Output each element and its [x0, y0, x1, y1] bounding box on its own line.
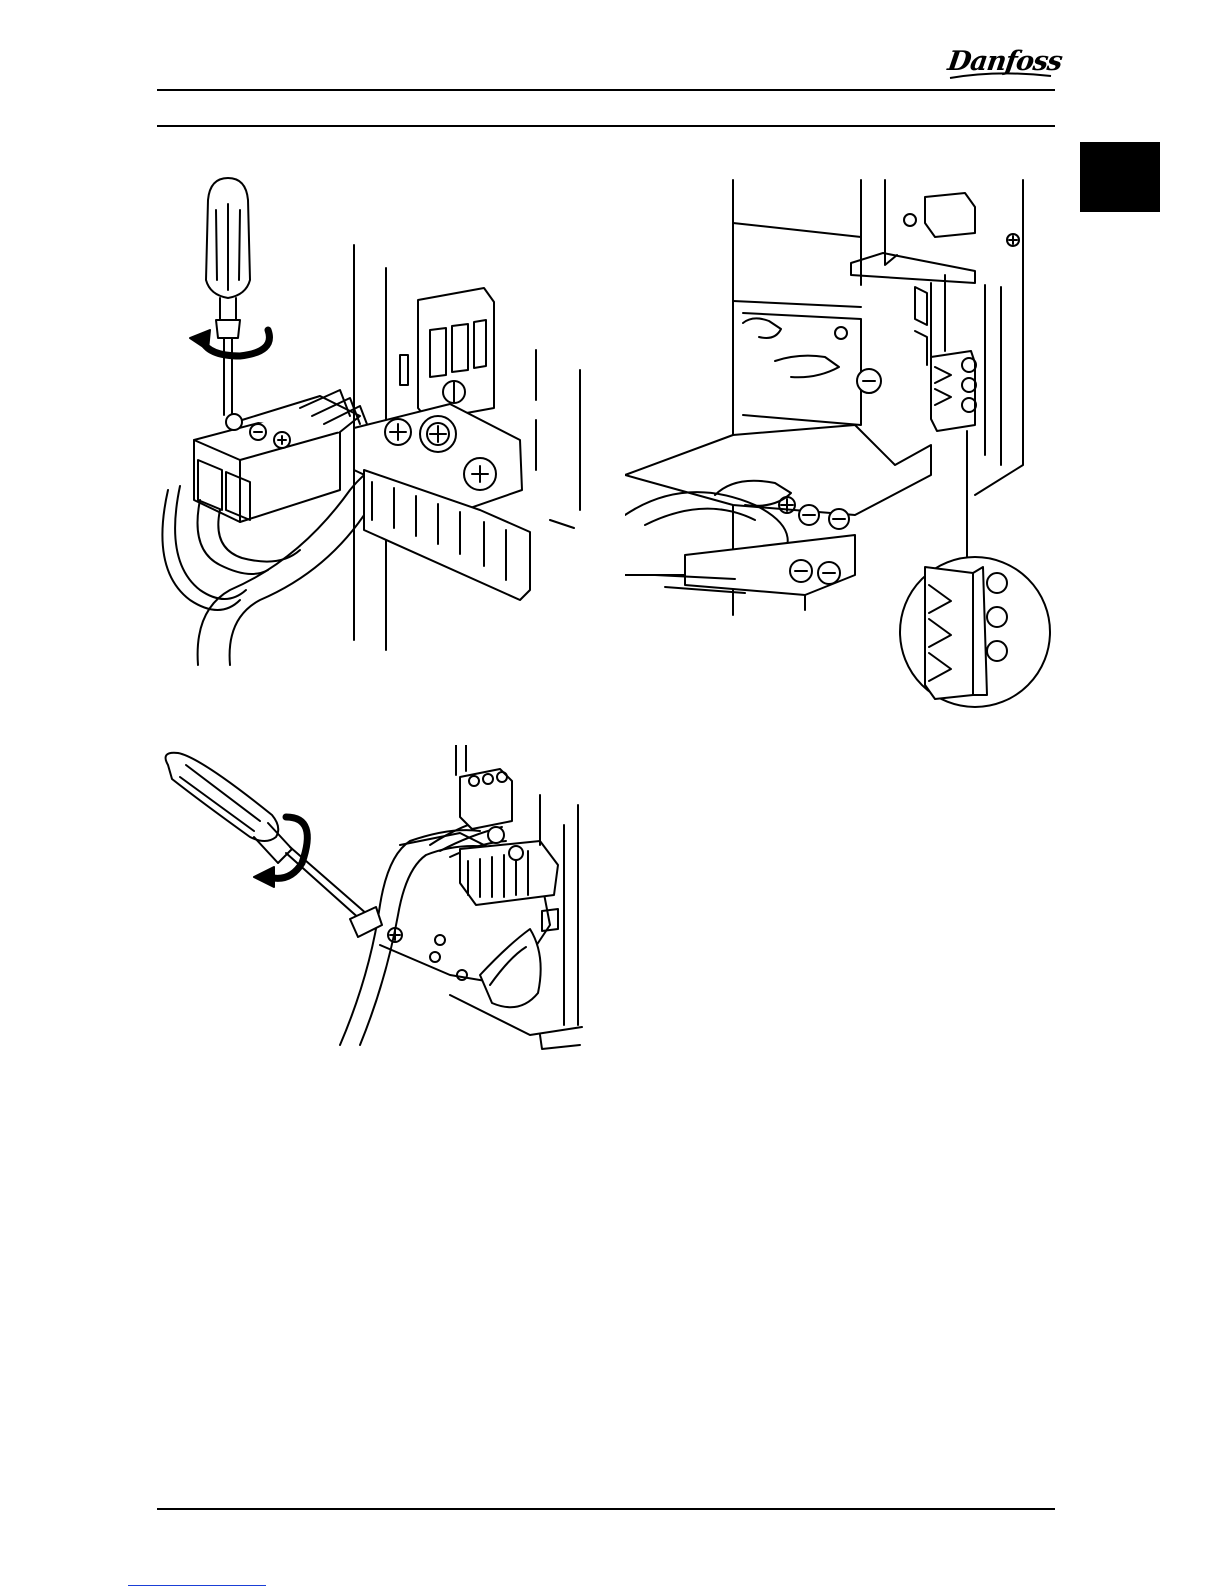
header-rule-top: [157, 89, 1055, 91]
relay-terminal-illustration-icon: [625, 175, 1065, 715]
chapter-tab-marker: [1080, 142, 1160, 212]
screwdriver-clamp-illustration-icon: [150, 745, 590, 1055]
footer-rule: [157, 1508, 1055, 1510]
footer-link-underline[interactable]: [128, 1572, 266, 1586]
screwdriver-plug-illustration-icon: [150, 170, 590, 670]
danfoss-logo: Danfoss: [948, 44, 1058, 86]
logo-swoosh-icon: [948, 72, 1053, 82]
header-rule-bottom: [157, 125, 1055, 127]
